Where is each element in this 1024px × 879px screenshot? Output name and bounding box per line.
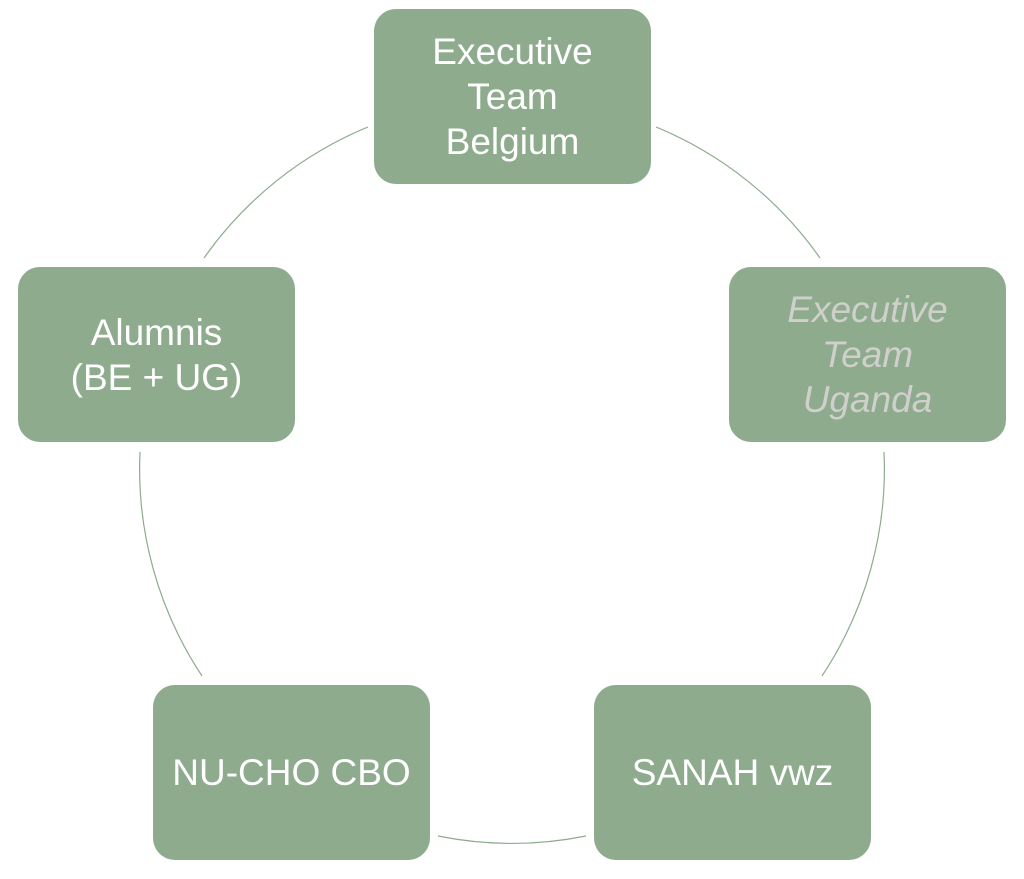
node-label-line: NU-CHO CBO — [172, 752, 411, 793]
connector-arc — [139, 451, 203, 677]
node-executive-team-belgium: Executive Team Belgium — [374, 9, 651, 184]
connector-arc — [437, 835, 587, 844]
connector-arc — [821, 451, 885, 677]
node-label-line: Executive — [432, 31, 593, 72]
node-sanah-vwz: SANAH vwz — [594, 685, 871, 860]
node-executive-team-uganda: Executive Team Uganda — [729, 267, 1006, 442]
node-label-line: (BE + UG) — [70, 356, 243, 398]
connector-arc — [655, 126, 821, 259]
node-label-line: Uganda — [802, 379, 933, 420]
node-alumnis: Alumnis (BE + UG) — [18, 267, 295, 442]
node-nu-cho-cbo: NU-CHO CBO — [153, 685, 430, 860]
node-label-line: Team — [821, 334, 914, 375]
node-label-line: SANAH vwz — [631, 752, 834, 793]
node-label-line: Executive — [787, 289, 948, 330]
node-label-line: Alumnis — [90, 311, 223, 353]
node-label-line: Belgium — [445, 121, 580, 162]
node-label-line: Team — [467, 76, 558, 117]
connector-arc — [203, 126, 369, 259]
